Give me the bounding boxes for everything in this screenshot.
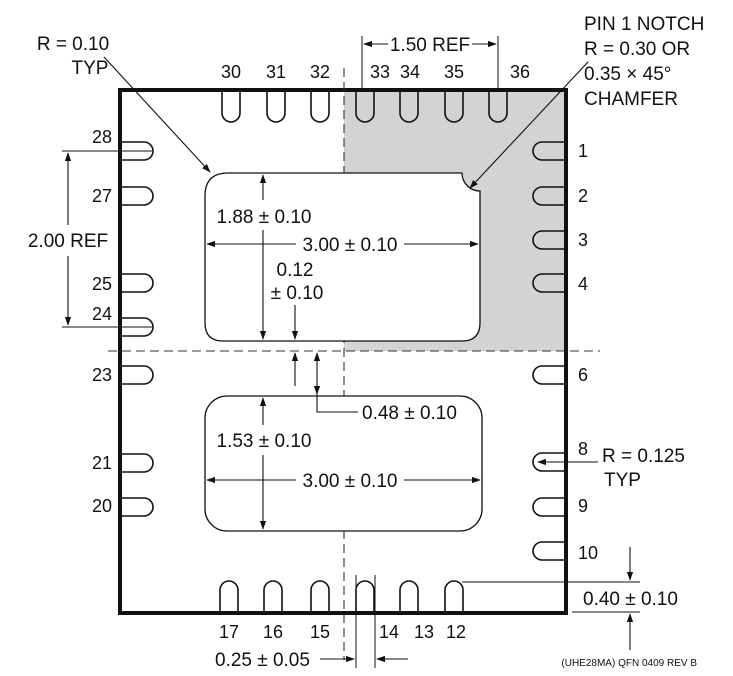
lower-pad-height-label: 1.53 ± 0.10: [217, 431, 312, 452]
pad-gap-label-line2: ± 0.10: [271, 283, 324, 304]
lead-outline: [122, 317, 154, 337]
pin-number: 15: [310, 622, 330, 642]
pin-number: 14: [379, 622, 399, 642]
top-leads: [221, 92, 508, 123]
right-pin-numbers: 1 2 3 4 6 8 9 10: [578, 141, 598, 563]
lead-outline: [532, 365, 564, 385]
lead-radius-label-line1: R = 0.125: [602, 446, 685, 467]
svg-text:0.35 × 45°: 0.35 × 45°: [584, 64, 671, 85]
lead-radius-label-line2: TYP: [604, 470, 641, 491]
svg-text:PIN 1 NOTCH: PIN 1 NOTCH: [584, 14, 704, 35]
pin-number: 17: [219, 622, 239, 642]
pin-number: 12: [446, 622, 466, 642]
pin-number: 32: [310, 62, 330, 82]
svg-text:R = 0.30 OR: R = 0.30 OR: [584, 39, 690, 60]
lower-pad-width-label: 3.00 ± 0.10: [303, 471, 398, 492]
corner-radius-label-line2: TYP: [72, 58, 109, 79]
upper-pad-width-label: 3.00 ± 0.10: [303, 235, 398, 256]
lead-outline: [399, 92, 419, 123]
lead-outline: [488, 92, 508, 123]
upper-exposed-pad: [204, 172, 481, 342]
lead-outline: [310, 580, 330, 611]
top-pin-numbers: 30 31 32 33 34 35 36: [221, 62, 530, 82]
lead-width-label: 0.25 ± 0.05: [215, 650, 310, 671]
pin1-notch-leader: [469, 61, 589, 189]
pin-number: 30: [221, 62, 241, 82]
pad-gap-label-line1: 0.12: [277, 260, 314, 281]
pin-number: 2: [578, 186, 588, 206]
lead-outline: [122, 273, 154, 293]
lead-outline: [122, 141, 154, 161]
lead-outline: [532, 273, 564, 293]
lead-outline: [532, 497, 564, 517]
pin-number: 31: [266, 62, 286, 82]
lead-outline: [122, 453, 154, 473]
pin-number: 20: [92, 496, 112, 516]
lead-outline: [310, 92, 330, 123]
pin-number: 4: [578, 274, 588, 294]
package-body: [118, 88, 568, 615]
pin-number: 25: [92, 274, 112, 294]
lead-outline: [219, 580, 239, 611]
pin1-notch-callout: PIN 1 NOTCH R = 0.30 OR 0.35 × 45° CHAMF…: [584, 14, 704, 110]
corner-radius-label-line1: R = 0.10: [37, 34, 109, 55]
pin-number: 36: [510, 62, 530, 82]
right-leads: [532, 141, 564, 561]
pin-number: 24: [92, 304, 112, 324]
pin-number: 23: [92, 365, 112, 385]
lead-length-label: 0.40 ± 0.10: [583, 589, 678, 610]
lead-outline: [532, 186, 564, 206]
width-ref-label: 1.50 REF: [390, 35, 470, 56]
pin-number: 10: [578, 543, 598, 563]
lead-outline: [355, 92, 375, 123]
lead-outline: [532, 452, 564, 472]
pin-number: 16: [263, 622, 283, 642]
svg-text:CHAMFER: CHAMFER: [584, 89, 678, 110]
lead-outline: [122, 497, 154, 517]
bottom-pin-numbers: 17 16 15 14 13 12: [219, 622, 466, 642]
pin-number: 9: [578, 496, 588, 516]
lead-outline: [221, 92, 241, 123]
lead-outline: [122, 186, 154, 206]
lead-outline: [266, 92, 286, 123]
pin-number: 21: [92, 453, 112, 473]
lead-outline: [532, 141, 564, 161]
pin-number: 28: [92, 127, 112, 147]
lead-outline: [532, 541, 564, 561]
pin-number: 27: [92, 186, 112, 206]
left-pin-numbers: 28 27 25 24 23 21 20: [92, 127, 112, 516]
lower-exposed-pad: [204, 395, 483, 532]
lead-outline: [532, 230, 564, 250]
upper-pad-height-label: 1.88 ± 0.10: [217, 207, 312, 228]
lead-outline: [399, 580, 419, 611]
pin-number: 1: [578, 141, 588, 161]
pin-number: 3: [578, 230, 588, 250]
lead-outline: [122, 365, 154, 385]
pin-number: 35: [444, 62, 464, 82]
corner-radius-leader: [103, 56, 211, 173]
drawing-code: (UHE28MA) QFN 0409 REV B: [561, 658, 697, 669]
lead-outline: [263, 580, 283, 611]
bottom-leads: [219, 580, 464, 611]
pad-spacing-label: 0.48 ± 0.10: [362, 403, 457, 424]
pin-number: 6: [578, 365, 588, 385]
lead-outline: [444, 92, 464, 123]
lead-outline: [355, 580, 375, 611]
pin-number: 8: [578, 439, 588, 459]
lead-outline: [444, 580, 464, 611]
pin-number: 33: [370, 62, 390, 82]
pad-spacing-leader: [316, 394, 358, 413]
left-leads: [122, 141, 154, 517]
pin-number: 34: [400, 62, 420, 82]
pin-number: 13: [414, 622, 434, 642]
height-ref-label: 2.00 REF: [28, 231, 108, 252]
